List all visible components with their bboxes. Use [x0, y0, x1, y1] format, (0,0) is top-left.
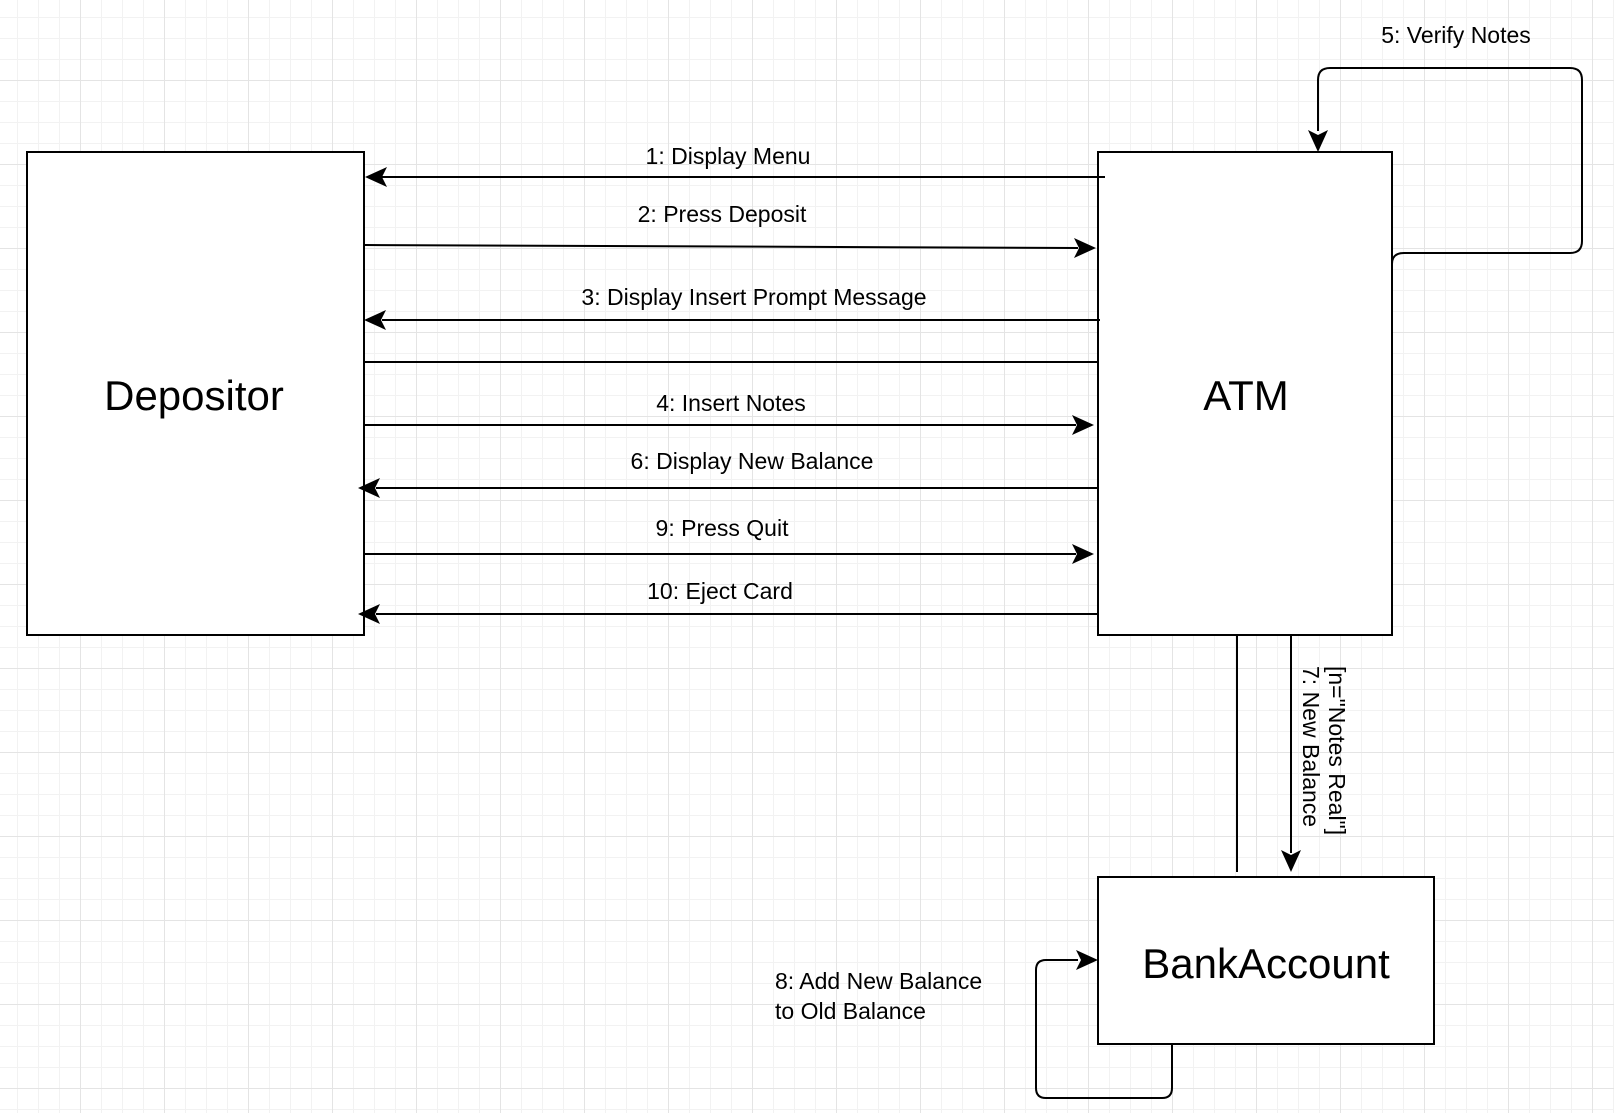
bank-account-box[interactable] — [1097, 876, 1435, 1045]
message-1-arrow[interactable] — [365, 167, 1105, 187]
arrowhead-right-icon — [1074, 238, 1096, 258]
message-6-arrow[interactable] — [358, 478, 1098, 498]
arrowhead-left-icon — [365, 167, 387, 187]
message-3-label: 3: Display Insert Prompt Message — [581, 284, 926, 310]
message-2-arrow[interactable] — [364, 238, 1096, 258]
arrowhead-left-icon — [358, 604, 380, 624]
bank-account-object[interactable]: BankAccount — [1097, 876, 1435, 1045]
message-4-label: 4: Insert Notes — [656, 390, 806, 416]
depositor-label: Depositor — [104, 372, 284, 419]
atm-box[interactable] — [1097, 151, 1393, 636]
message-2-label: 2: Press Deposit — [638, 201, 807, 227]
message-9-arrow[interactable] — [364, 544, 1094, 564]
arrowhead-left-icon — [358, 478, 380, 498]
atm-object[interactable]: ATM — [1097, 151, 1393, 636]
message-8-label-line-2: to Old Balance — [775, 998, 926, 1024]
arrowhead-down-icon — [1308, 130, 1328, 152]
message-8-label-line-1: 8: Add New Balance — [775, 968, 982, 994]
atm-label: ATM — [1203, 372, 1289, 419]
message-9-label: 9: Press Quit — [656, 515, 790, 541]
message-6-label: 6: Display New Balance — [631, 448, 874, 474]
depositor-box[interactable] — [26, 151, 365, 636]
bank-account-label: BankAccount — [1142, 940, 1390, 987]
message-5-label: 5: Verify Notes — [1381, 22, 1531, 48]
arrowhead-right-icon — [1076, 950, 1098, 970]
arrowhead-right-icon — [1072, 544, 1094, 564]
arrowhead-left-icon — [364, 310, 386, 330]
message-8-self-loop[interactable] — [1035, 950, 1173, 1099]
arrowhead-down-icon — [1281, 850, 1301, 872]
message-10-label: 10: Eject Card — [647, 578, 793, 604]
message-7-condition-label: [n="Notes Real"] — [1324, 666, 1350, 835]
message-3-arrow[interactable] — [364, 310, 1100, 330]
depositor-object[interactable]: Depositor — [26, 151, 365, 636]
message-1-label: 1: Display Menu — [646, 143, 811, 169]
arrowhead-right-icon — [1072, 415, 1094, 435]
message-5-self-loop[interactable] — [1308, 67, 1583, 265]
message-10-arrow[interactable] — [358, 604, 1098, 624]
message-7-arrow[interactable] — [1281, 635, 1301, 872]
message-7-label: 7: New Balance — [1298, 666, 1324, 827]
message-4-arrow[interactable] — [364, 415, 1094, 435]
